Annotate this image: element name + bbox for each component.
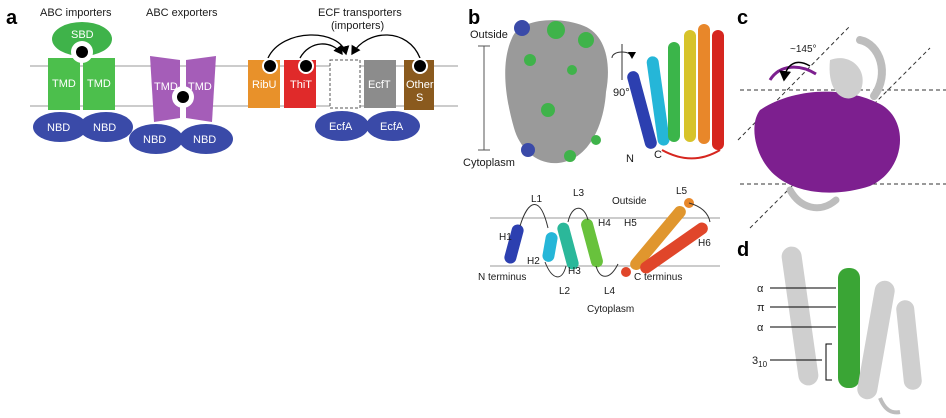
nbd-label-exporter-2: NBD <box>193 134 216 146</box>
tmd-right-exporter <box>186 56 216 122</box>
helix-h3 <box>557 222 579 270</box>
helix-bundle-purple <box>754 36 901 212</box>
ribu-substrate <box>262 58 278 74</box>
exporter-substrate-dot <box>177 91 189 103</box>
ecfa-right <box>366 111 420 141</box>
thit-label: ThiT <box>290 79 312 91</box>
tmd-left-importer <box>48 58 80 110</box>
nbd-left-exporter <box>129 124 183 154</box>
panel-d-letter: d <box>737 239 749 261</box>
arrow-thit <box>299 43 343 59</box>
n-terminal-label: N <box>626 153 634 165</box>
ribbon-model: N C <box>626 24 724 165</box>
l4-label: L4 <box>604 286 616 297</box>
other-label-2: S <box>416 92 423 104</box>
tmd-right-importer <box>83 58 115 110</box>
loop-l3 <box>567 207 589 223</box>
helix-ribbon-d <box>781 246 922 415</box>
h4-label: H4 <box>598 218 611 229</box>
three10-label: 310 <box>752 355 768 369</box>
helix-h2 <box>542 232 558 262</box>
ecf-title-line1: ECF transporters <box>318 7 402 19</box>
l1-label: L1 <box>531 194 543 205</box>
helix-h4 <box>581 218 603 268</box>
ecf-title-line2: (importers) <box>331 20 384 32</box>
alpha-label-1: α <box>757 283 764 295</box>
nbd-left-importer <box>33 112 87 142</box>
n-terminus-label: N terminus <box>478 272 526 283</box>
substrate-dot <box>76 46 88 58</box>
panel-b: b Outside Cytoplasm 90° <box>463 7 724 315</box>
abc-importer: SBD TMD TMD NBD NBD <box>33 22 133 142</box>
ecfa-left <box>315 111 369 141</box>
other-substrate <box>412 58 428 74</box>
loop-l1 <box>519 204 549 229</box>
l5-label: L5 <box>676 186 688 197</box>
thit-substrate <box>298 58 314 74</box>
ecf-transporter: RibU ThiT EcfT Other S EcfA EcfA <box>248 34 434 141</box>
abc-exporters-title: ABC exporters <box>146 7 218 19</box>
helix-h1 <box>504 224 524 264</box>
tmd-label-importer-1: TMD <box>52 78 76 90</box>
c-terminus-cap <box>621 267 631 277</box>
rotation-indicator: 90° <box>611 44 636 99</box>
tmd-label-exporter-1: TMD <box>154 81 178 93</box>
ecft-label: EcfT <box>368 79 391 91</box>
surface-model <box>505 20 608 164</box>
ecfa-label-2: EcfA <box>380 121 404 133</box>
topo-cytoplasm-label: Cytoplasm <box>587 304 634 315</box>
bracket-310 <box>825 343 832 381</box>
c-terminal-label: C <box>654 149 662 161</box>
topology-diagram: H1 H2 H3 H4 H5 H6 L1 L2 L3 L4 L5 Outside… <box>478 186 720 315</box>
outside-label: Outside <box>470 29 508 41</box>
panel-b-letter: b <box>468 7 480 29</box>
sbd-label: SBD <box>71 29 94 41</box>
nbd-right-exporter <box>179 124 233 154</box>
highlighted-helix <box>838 268 860 388</box>
nbd-label-exporter-1: NBD <box>143 134 166 146</box>
tmd-left-exporter <box>150 56 180 122</box>
abc-exporter: TMD TMD NBD NBD <box>129 56 233 154</box>
topo-outside-label: Outside <box>612 196 647 207</box>
nbd-right-importer <box>79 112 133 142</box>
panel-c: c ~145° <box>737 7 946 229</box>
h3-label: H3 <box>568 266 581 277</box>
helix-h5 <box>630 205 686 271</box>
h1-label: H1 <box>499 232 512 243</box>
ecfa-label-1: EcfA <box>329 121 353 133</box>
loop-l5 <box>688 202 711 223</box>
sbd-domain <box>52 22 112 56</box>
other-label-1: Other <box>406 79 434 91</box>
empty-s-slot <box>329 59 361 109</box>
alpha-label-2: α <box>757 322 764 334</box>
l3-label: L3 <box>573 188 585 199</box>
tmd-label-importer-2: TMD <box>87 78 111 90</box>
angle-arrow <box>779 61 811 82</box>
panel-a: a ABC importers ABC exporters ECF transp… <box>6 7 458 154</box>
cytoplasm-label: Cytoplasm <box>463 157 515 169</box>
h6-label: H6 <box>698 238 711 249</box>
abc-importers-title: ABC importers <box>40 7 112 19</box>
helix-h6 <box>640 222 708 274</box>
angle-label: ~145° <box>790 44 817 55</box>
rotation-label: 90° <box>613 87 630 99</box>
panel-c-letter: c <box>737 7 748 29</box>
loop-l4 <box>595 263 619 277</box>
pi-label: π <box>757 302 765 314</box>
ribu-label: RibU <box>252 79 277 91</box>
ecft-box <box>364 60 396 108</box>
c-terminus-label: C terminus <box>634 272 682 283</box>
h2-label: H2 <box>527 256 540 267</box>
nbd-label-importer-2: NBD <box>93 122 116 134</box>
loop-l2 <box>544 261 567 278</box>
nbd-label-importer-1: NBD <box>47 122 70 134</box>
panel-a-letter: a <box>6 7 18 29</box>
arrow-other <box>351 34 421 59</box>
tmd-label-exporter-2: TMD <box>188 81 212 93</box>
h5-label: H5 <box>624 218 637 229</box>
l2-label: L2 <box>559 286 571 297</box>
panel-d: d α π α 310 <box>737 239 922 415</box>
tilted-dashed-1 <box>737 25 851 141</box>
